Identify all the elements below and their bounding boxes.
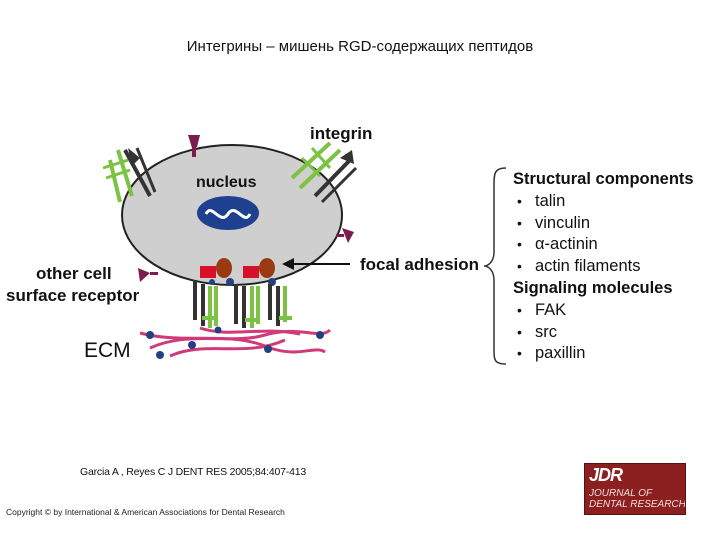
nucleus-label: nucleus bbox=[196, 174, 257, 191]
list-item: • src bbox=[513, 322, 694, 344]
dna-icon bbox=[204, 209, 252, 219]
nucleus bbox=[197, 196, 259, 230]
receptor-icon bbox=[138, 268, 150, 282]
focal-adhesion bbox=[193, 258, 292, 328]
ecm-fiber bbox=[139, 331, 326, 354]
list-item: • actin filaments bbox=[513, 256, 694, 278]
structural-list: • talin • vinculin • α-actinin • actin filament… bbox=[513, 191, 694, 278]
ecm-label: ECM bbox=[84, 339, 131, 362]
other-receptor-line1: other cell bbox=[36, 264, 112, 283]
bullet-icon: • bbox=[517, 323, 522, 340]
bullet-icon: • bbox=[517, 345, 522, 362]
structural-header: Structural components bbox=[513, 170, 694, 188]
ecm-dot bbox=[146, 331, 154, 339]
jdr-logo: JDR JOURNAL OF DENTAL RESEARCH bbox=[584, 463, 686, 515]
copyright: Copyright © by International & American … bbox=[6, 507, 285, 517]
list-item-label: α-actinin bbox=[535, 235, 598, 254]
page-title: Интегрины – мишень RGD-содержащих пептид… bbox=[186, 38, 534, 55]
other-receptors bbox=[138, 135, 354, 282]
receptor-icon bbox=[342, 228, 354, 243]
focal-brown-oval bbox=[216, 258, 232, 278]
list-item: • α-actinin bbox=[513, 234, 694, 256]
list-item: • vinculin bbox=[513, 213, 694, 235]
ecm-fibers bbox=[139, 326, 332, 358]
brace bbox=[483, 167, 507, 365]
list-item-label: talin bbox=[535, 191, 566, 210]
focal-red-block bbox=[243, 266, 259, 278]
logo-line1: JOURNAL OF bbox=[589, 488, 653, 499]
receptor-icon bbox=[188, 135, 200, 148]
bullet-icon: • bbox=[517, 214, 522, 231]
ecm-dot bbox=[316, 331, 324, 339]
list-item: • paxillin bbox=[513, 343, 694, 365]
components-panel: Structural components • talin • vinculin • α-… bbox=[513, 169, 694, 365]
signaling-list: • FAK • src • paxillin bbox=[513, 300, 694, 365]
logo-line2: DENTAL RESEARCH bbox=[589, 499, 686, 510]
bullet-icon: • bbox=[517, 301, 522, 318]
integrin-top-right bbox=[290, 141, 358, 204]
focal-adhesion-label: focal adhesion bbox=[360, 255, 480, 274]
list-item-label: vinculin bbox=[535, 213, 591, 232]
ecm-dots bbox=[146, 326, 324, 359]
ecm-dot bbox=[214, 326, 222, 334]
signaling-header: Signaling molecules bbox=[513, 278, 673, 297]
bullet-icon: • bbox=[517, 236, 522, 253]
list-item: • FAK bbox=[513, 300, 694, 322]
bullet-icon: • bbox=[517, 258, 522, 275]
focal-brown-oval bbox=[259, 258, 275, 278]
integrin-top-left bbox=[102, 147, 157, 203]
focal-arrow bbox=[282, 258, 350, 270]
focal-dot bbox=[226, 278, 234, 286]
ecm-dot bbox=[264, 345, 272, 353]
ecm-fiber bbox=[169, 338, 286, 358]
list-item-label: FAK bbox=[535, 300, 567, 319]
bullet-icon: • bbox=[517, 192, 522, 209]
list-item-label: src bbox=[535, 322, 557, 341]
other-receptor-label: other cell surface receptor bbox=[6, 263, 139, 307]
citation: Garcia A , Reyes C J DENT RES 2005;84:40… bbox=[80, 466, 307, 478]
focal-dot bbox=[209, 279, 215, 285]
logo-mark: JDR bbox=[589, 465, 623, 485]
ecm-fiber bbox=[199, 326, 301, 336]
list-item: • talin bbox=[513, 191, 694, 213]
ecm-dot bbox=[156, 351, 164, 359]
list-item-label: paxillin bbox=[535, 344, 586, 363]
other-receptor-line2: surface receptor bbox=[6, 286, 140, 305]
ecm-dot bbox=[188, 341, 196, 349]
focal-red-block bbox=[200, 266, 216, 278]
integrin-label: integrin bbox=[310, 124, 373, 143]
list-item-label: actin filaments bbox=[535, 257, 641, 276]
